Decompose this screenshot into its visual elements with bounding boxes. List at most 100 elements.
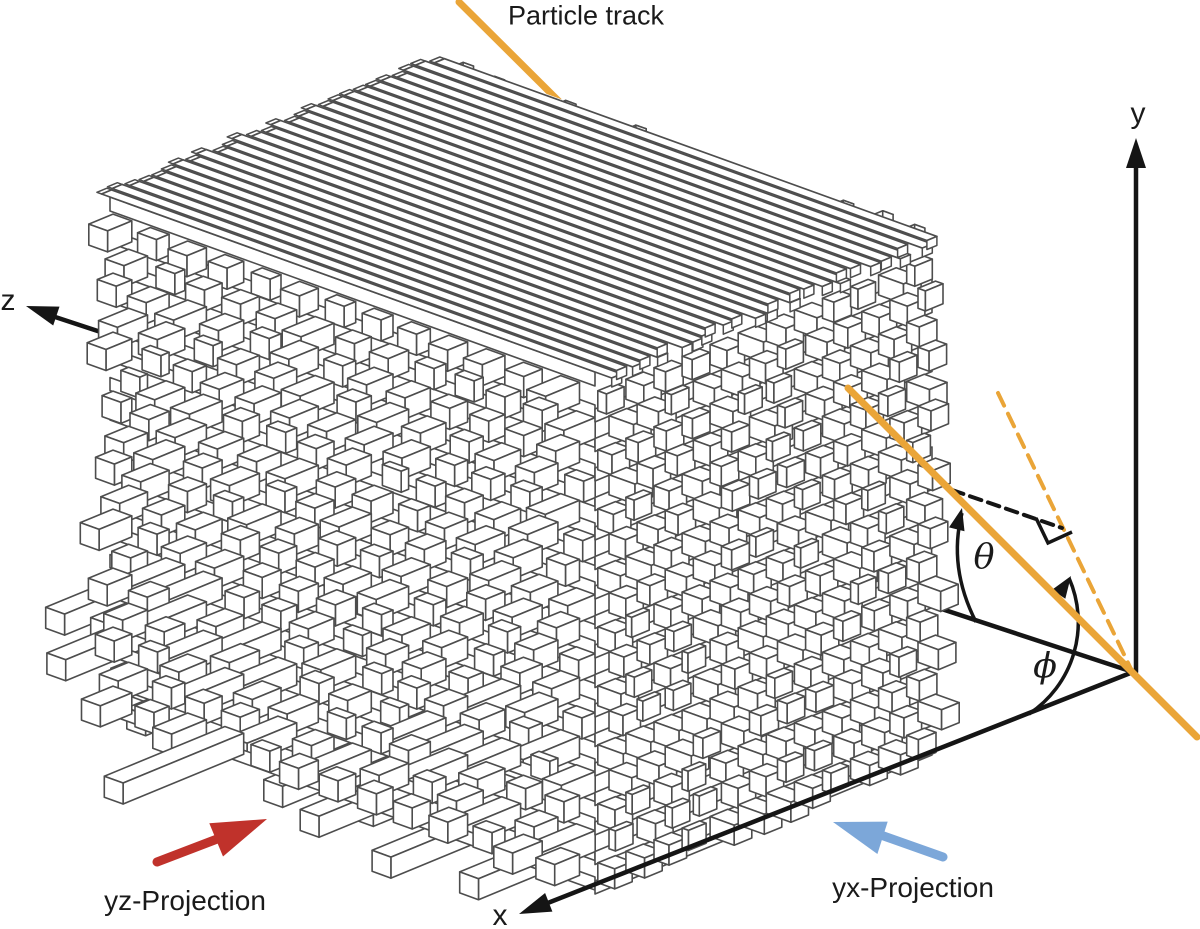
bar-end-side	[692, 734, 704, 760]
bar-end-face	[885, 505, 905, 535]
bar-end-side	[889, 653, 900, 679]
bar-end-side	[905, 675, 921, 702]
bar-end-side	[889, 712, 905, 739]
bar-end-side	[877, 510, 888, 535]
bar-end-side	[804, 687, 817, 714]
bar-end-side	[581, 711, 597, 740]
bar-end-side	[284, 486, 298, 514]
bar-end-side	[877, 569, 890, 595]
bar-end-side	[804, 569, 822, 597]
bar-end-side	[174, 268, 186, 296]
bar-end-face	[454, 373, 475, 403]
particle-track-lower	[844, 384, 1200, 741]
top-bar-far-cap	[835, 268, 848, 283]
bar-end-side	[284, 427, 298, 455]
bar-end-side	[269, 273, 282, 302]
bar-end-side	[625, 791, 634, 816]
bar-end-face	[731, 483, 751, 513]
y-axis-label: y	[1130, 97, 1146, 130]
bar-end-side	[889, 358, 901, 384]
bar-end-face	[87, 577, 108, 607]
bar-end-face	[94, 633, 115, 663]
bar-end-side	[664, 450, 679, 477]
bar-end-side	[917, 287, 927, 312]
top-bar-far-cap	[767, 299, 779, 314]
bar-end-face	[472, 825, 493, 855]
bar-end-side	[765, 674, 776, 700]
bar-end-face	[614, 822, 634, 852]
bar-end-face	[392, 800, 414, 830]
phi-arc-arrowhead	[1052, 576, 1071, 599]
bar-end-face	[605, 385, 625, 415]
bar-end-face	[155, 265, 176, 296]
bar-end-side	[776, 463, 788, 489]
bar-end-face	[262, 778, 284, 809]
bar-end-face	[473, 647, 495, 678]
bar-end-side	[664, 804, 674, 829]
yx-arrow-head	[833, 821, 888, 854]
z-axis-arrowhead	[26, 306, 60, 326]
bar-end-face	[802, 422, 822, 452]
top-bar-far-cap	[896, 243, 909, 259]
bar-end-side	[776, 699, 789, 725]
bar-end-side	[793, 426, 805, 452]
bar-end-side	[625, 437, 640, 464]
top-face-bars	[96, 56, 938, 388]
bar-end-side	[400, 467, 410, 494]
bar-end-face	[631, 786, 651, 816]
bar-end-side	[625, 496, 635, 522]
top-bar-far-cap	[656, 343, 668, 358]
bar-end-side	[681, 355, 694, 381]
bar-end-face	[633, 669, 653, 699]
bar-end-side	[681, 414, 694, 440]
bar-end-side	[860, 605, 876, 632]
bar-end-side	[453, 459, 469, 488]
bar-end-side	[681, 768, 689, 793]
bar-end-face	[630, 609, 651, 639]
bar-end-face	[939, 583, 960, 613]
bar-end-face	[842, 613, 862, 643]
bar-end-side	[748, 474, 760, 500]
bar-end-face	[743, 386, 764, 416]
bar-end-side	[832, 499, 847, 526]
bar-end-face	[265, 424, 287, 455]
bar-end-side	[793, 544, 802, 569]
theta-angle-label: θ	[973, 537, 995, 578]
bar-end-face	[672, 682, 692, 712]
yz-projection-arrow	[152, 819, 267, 867]
bar-end-face	[44, 606, 66, 636]
bar-end-side	[664, 509, 679, 537]
bar-end-face	[324, 298, 345, 329]
bar-end-side	[636, 698, 644, 723]
bar-end-face	[720, 458, 740, 488]
bar-end-side	[804, 746, 816, 772]
bar-end-face	[265, 484, 286, 514]
bar-end-face	[784, 399, 804, 429]
bar-end-side	[664, 686, 675, 712]
bar-end-face	[785, 754, 805, 784]
bar-end-face	[96, 278, 117, 309]
bar-end-side	[653, 425, 668, 452]
yz-arrow-shaft	[152, 831, 230, 867]
bar-end-side	[737, 391, 746, 416]
bar-end-face	[535, 856, 556, 887]
top-bar-far-cap	[849, 263, 862, 279]
bar-end-face	[633, 492, 653, 522]
bar-end-face	[898, 649, 918, 679]
bar-end-face	[687, 763, 707, 793]
bar-end-face	[361, 607, 383, 637]
particle-track-label: Particle track	[507, 0, 665, 31]
bar-end-face	[887, 565, 907, 595]
bar-end-side	[681, 650, 689, 675]
top-bar-far-cap	[926, 235, 938, 251]
bar-end-face	[898, 354, 918, 384]
bar-end-side	[905, 616, 922, 644]
right-angle-mark	[1034, 517, 1073, 546]
bar-end-face	[773, 374, 793, 404]
bar-end-side	[625, 673, 636, 699]
bar-end-side	[720, 545, 733, 571]
bar-end-face	[928, 343, 948, 373]
bar-end-face	[691, 351, 711, 381]
bar-end-face	[342, 627, 364, 658]
bar-end-face	[801, 481, 821, 511]
